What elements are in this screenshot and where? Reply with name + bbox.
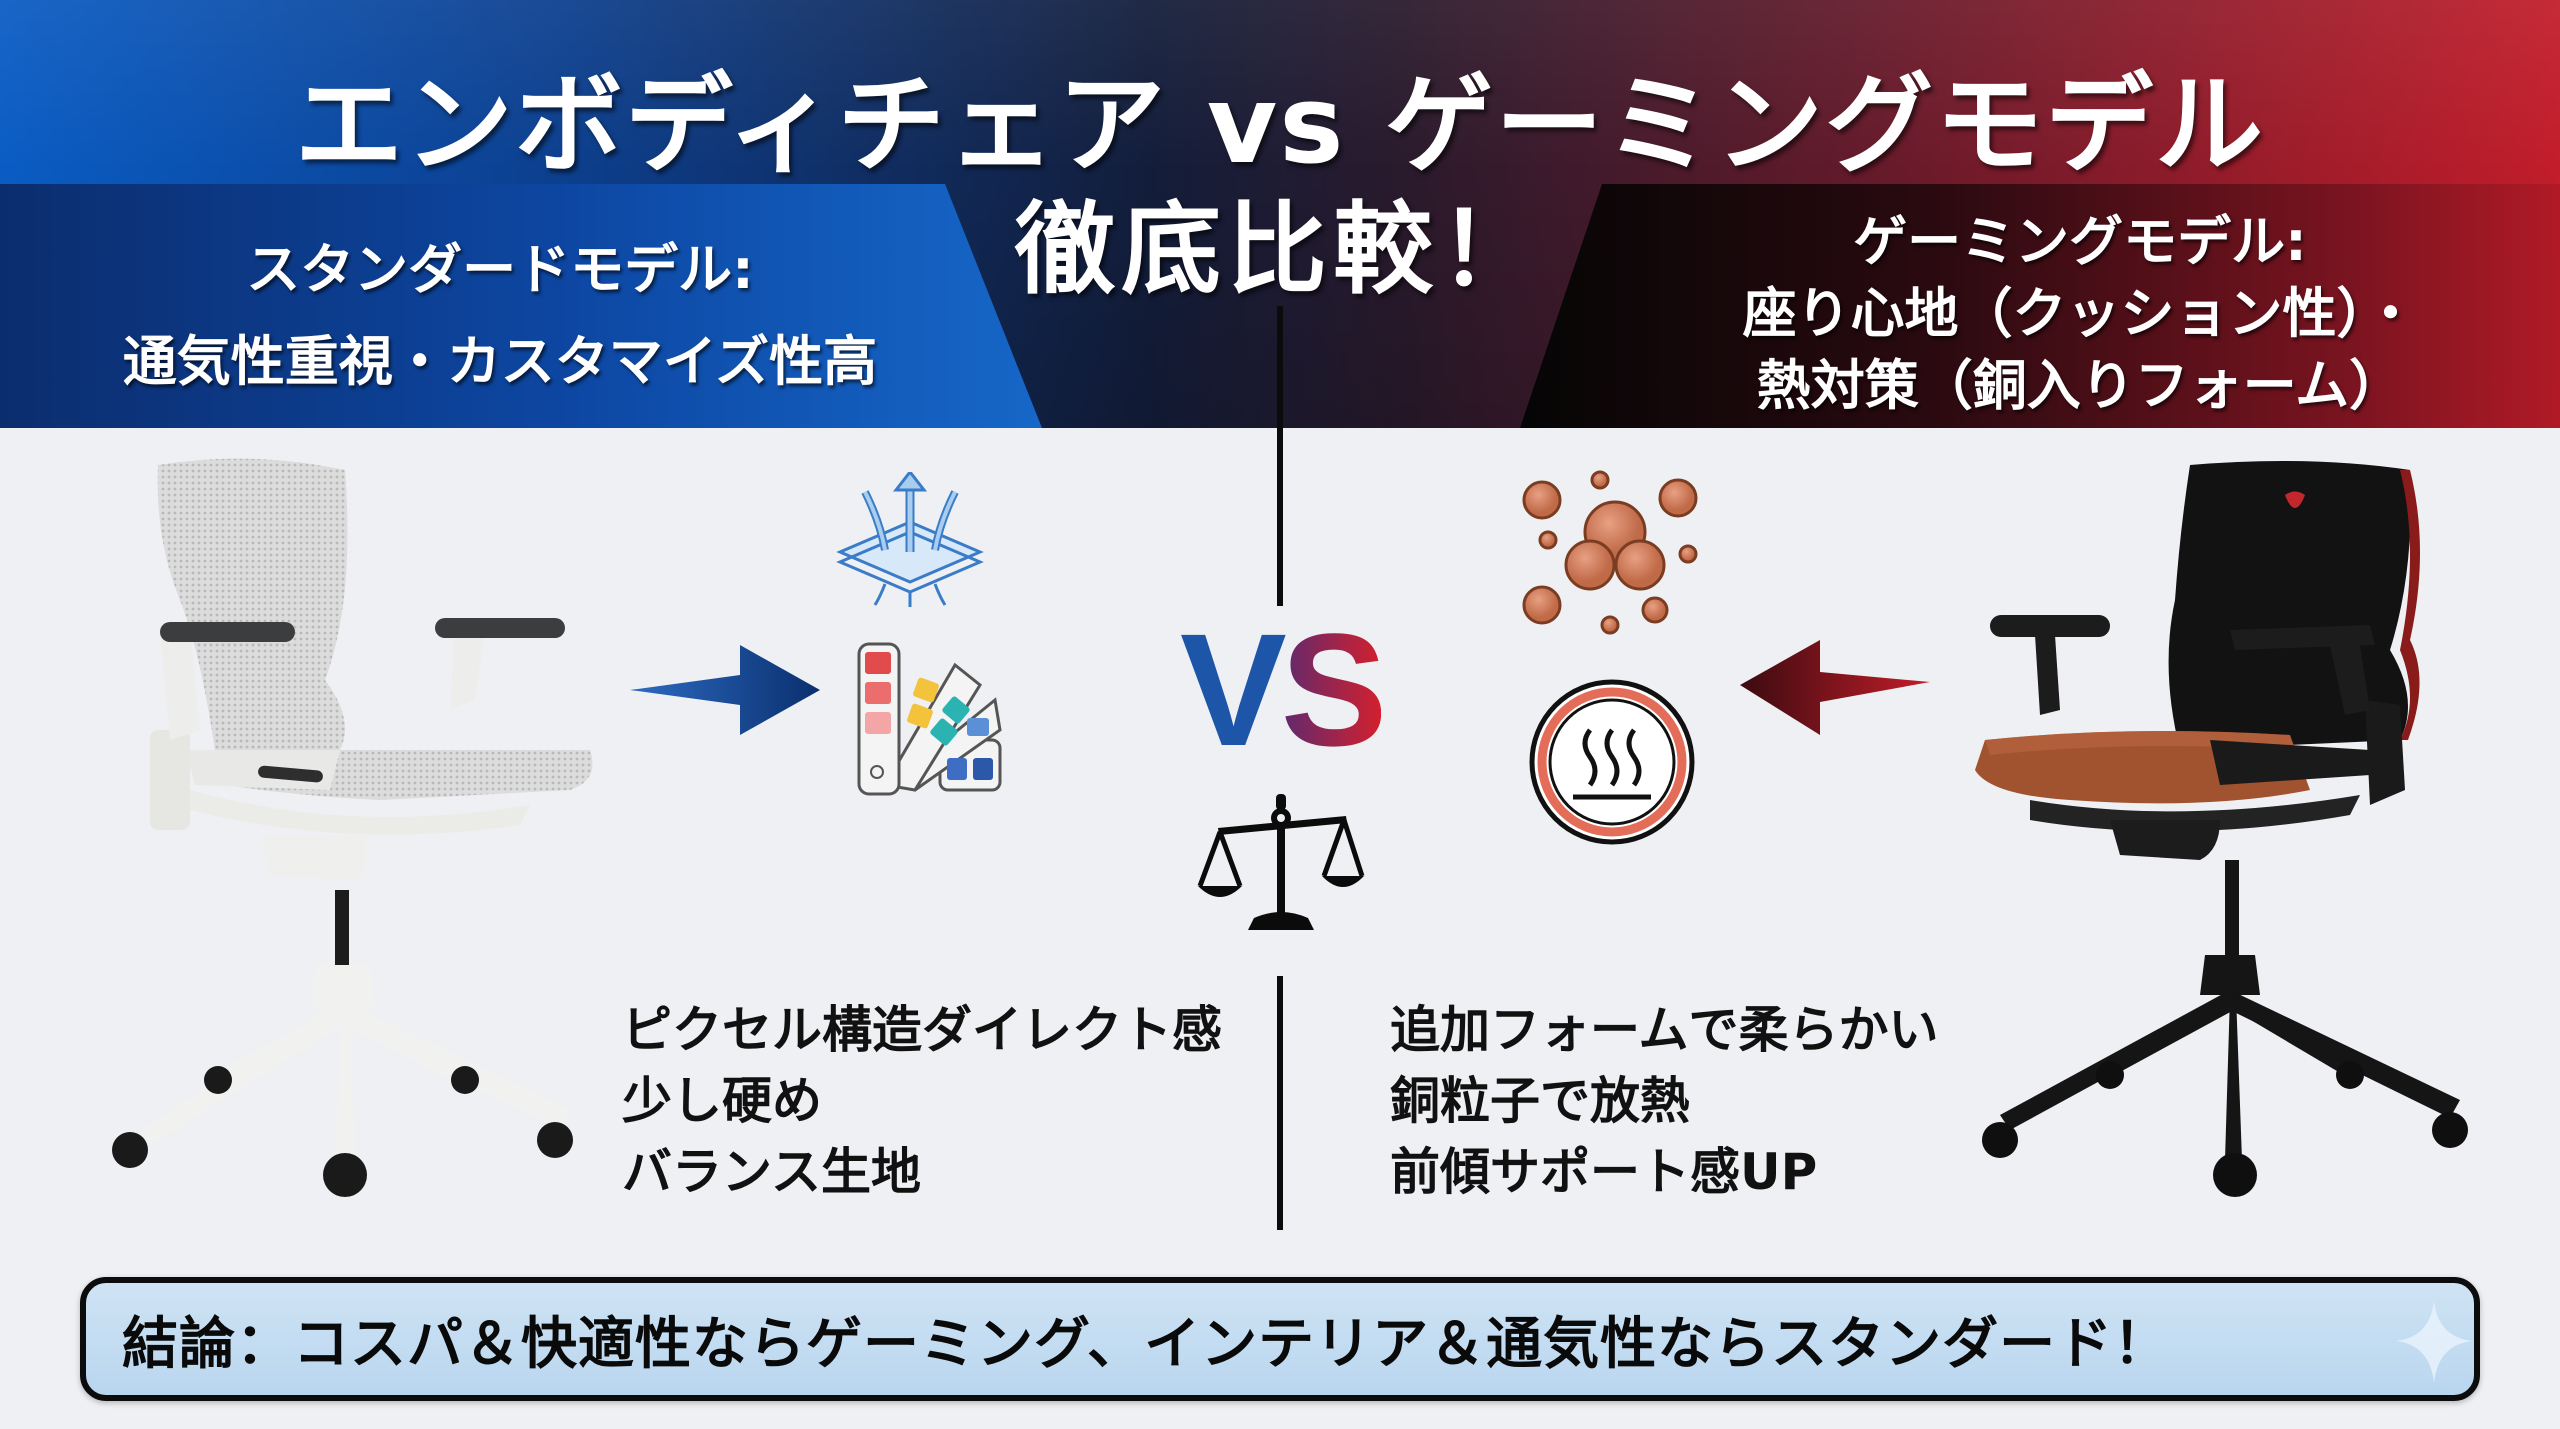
gaming-feature-3: 前傾サポート感UP xyxy=(1390,1143,1818,1201)
black-gaming-chair-image xyxy=(1975,461,2468,1197)
arrow-left-icon xyxy=(1740,640,1930,735)
white-embody-chair-image xyxy=(112,458,593,1197)
copper-particles-icon xyxy=(1522,470,1698,635)
gaming-panel-description-2: 熱対策（銅入りフォーム） xyxy=(1756,354,2404,417)
gaming-feature-2: 銅粒子で放熱 xyxy=(1390,1072,1690,1130)
sparkle-icon xyxy=(2396,1301,2472,1383)
page-subtitle: 徹底比較！ xyxy=(1015,191,1545,308)
conclusion-text: 結論：コスパ＆快適性ならゲーミング、インテリア＆通気性ならスタンダード！ xyxy=(122,1311,2171,1377)
gaming-feature-1: 追加フォームで柔らかい xyxy=(1390,1001,1939,1059)
page-title: エンボディチェア vs ゲーミングモデル xyxy=(294,63,2266,188)
standard-feature-list: ピクセル構造ダイレクト感 少し硬め バランス生地 xyxy=(622,995,1222,1208)
conclusion-banner: 結論：コスパ＆快適性ならゲーミング、インテリア＆通気性ならスタンダード！ xyxy=(80,1277,2480,1401)
center-divider-top xyxy=(1277,306,1283,606)
scale-of-justice-icon xyxy=(1197,794,1365,930)
arrow-right-icon xyxy=(630,645,820,735)
gaming-model-panel: ゲーミングモデル: 座り心地（クッション性）・ 熱対策（銅入りフォーム） xyxy=(1520,184,2560,428)
gaming-panel-description-1: 座り心地（クッション性）・ xyxy=(1742,282,2418,345)
gaming-panel-heading: ゲーミングモデル: xyxy=(1853,210,2307,273)
standard-feature-2: 少し硬め xyxy=(622,1072,822,1130)
standard-panel-heading: スタンダードモデル: xyxy=(246,238,754,301)
standard-feature-3: バランス生地 xyxy=(622,1143,921,1201)
gaming-feature-list: 追加フォームで柔らかい 銅粒子で放熱 前傾サポート感UP xyxy=(1390,995,1939,1208)
color-palette-icon xyxy=(857,642,1002,796)
center-divider-bottom xyxy=(1277,976,1283,1230)
heat-dissipation-icon xyxy=(1529,679,1695,845)
vs-label: VS xyxy=(1180,600,1387,779)
standard-feature-1: ピクセル構造ダイレクト感 xyxy=(622,1001,1222,1059)
breathable-mesh-icon xyxy=(836,472,984,607)
standard-panel-description: 通気性重視・カスタマイズ性高 xyxy=(122,330,878,393)
standard-model-panel: スタンダードモデル: 通気性重視・カスタマイズ性高 xyxy=(0,184,1042,428)
